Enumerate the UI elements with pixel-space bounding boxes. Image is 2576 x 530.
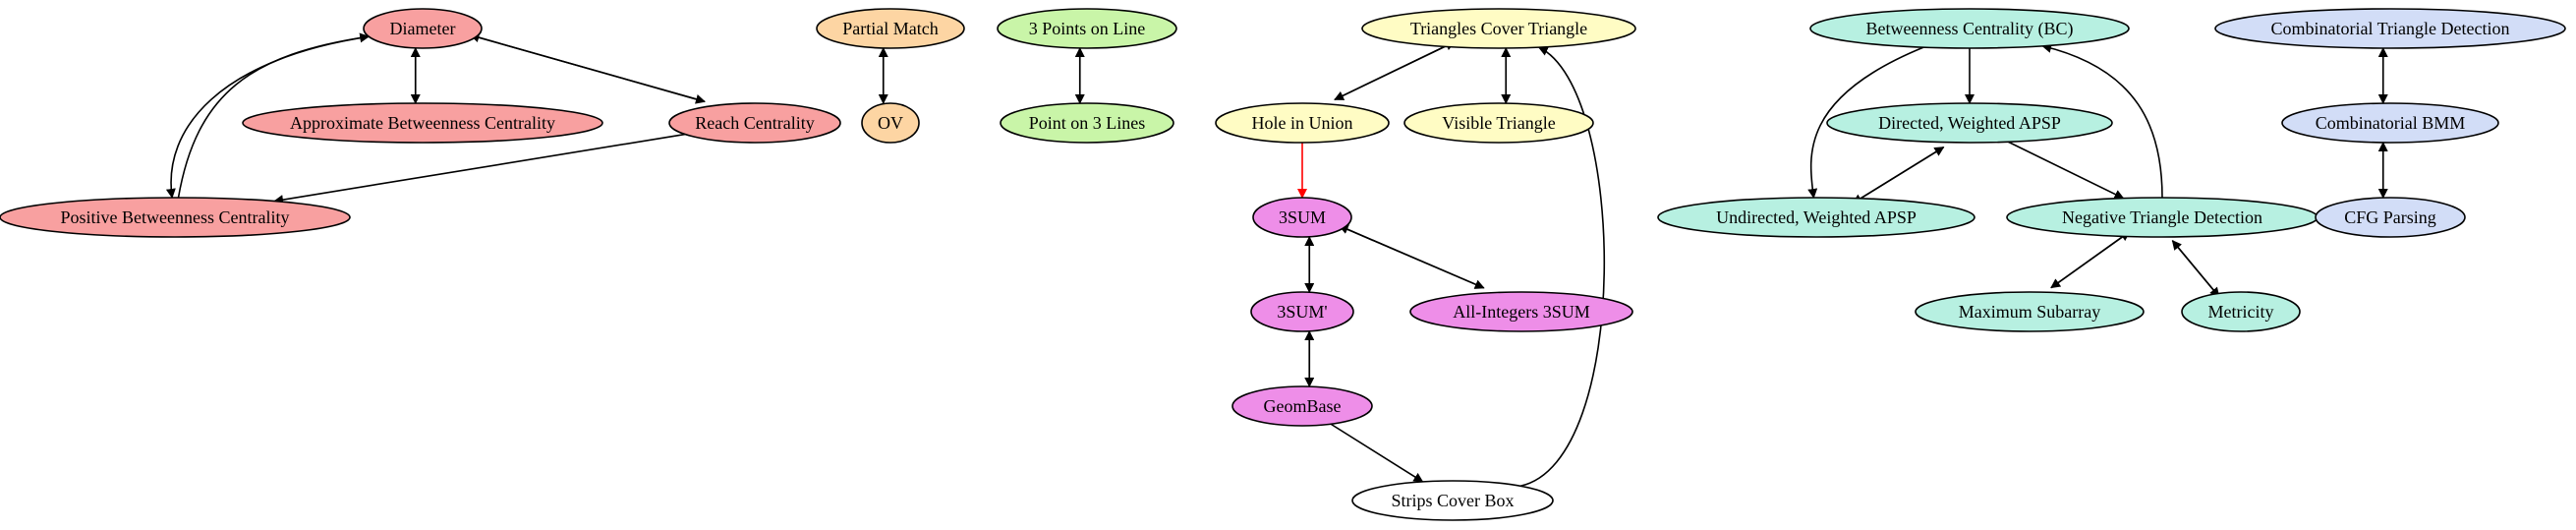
node-ellipse-dir-apsp (1826, 102, 2113, 144)
node-comb-tri: Combinatorial Triangle Detection (2214, 8, 2566, 49)
node-geombase: GeomBase (1231, 385, 1373, 427)
node-3sum-prime: 3SUM' (1250, 291, 1354, 332)
node-max-subarray: Maximum Subarray (1915, 291, 2145, 332)
node-visible-triangle: Visible Triangle (1403, 102, 1594, 144)
node-reach: Reach Centrality (668, 102, 841, 144)
node-neg-tri: Negative Triangle Detection (2006, 197, 2318, 238)
node-dir-apsp: Directed, Weighted APSP (1826, 102, 2113, 144)
edge-hole-union-to-triangles-cover (1334, 40, 1456, 101)
node-ellipse-reach (668, 102, 841, 144)
edge-reach-to-diameter (469, 32, 706, 103)
node-label-3sum-prime: 3SUM' (1277, 302, 1327, 322)
node-3sum: 3SUM (1252, 197, 1352, 238)
edge-undir-apsp-to-dir-apsp (1852, 147, 1945, 205)
node-label-ov: OV (878, 113, 903, 133)
node-ellipse-diameter (363, 8, 483, 49)
node-label-max-subarray: Maximum Subarray (1959, 302, 2100, 322)
node-label-neg-tri: Negative Triangle Detection (2062, 207, 2262, 227)
node-label-reach: Reach Centrality (695, 113, 814, 133)
node-comb-bmm: Combinatorial BMM (2281, 102, 2499, 144)
node-label-three-points: 3 Points on Line (1029, 19, 1146, 38)
node-strips-cover: Strips Cover Box (1351, 480, 1554, 521)
node-label-comb-bmm: Combinatorial BMM (2316, 113, 2466, 133)
node-ellipse-metricity (2181, 291, 2301, 332)
node-label-metricity: Metricity (2208, 302, 2274, 322)
node-ellipse-approx-bc (242, 102, 603, 144)
node-cfg: CFG Parsing (2315, 197, 2466, 238)
node-label-partial-match: Partial Match (842, 19, 938, 38)
node-label-triangles-cover: Triangles Cover Triangle (1410, 19, 1587, 38)
node-label-undir-apsp: Undirected, Weighted APSP (1716, 207, 1917, 227)
node-label-strips-cover: Strips Cover Box (1391, 491, 1514, 510)
node-label-all-int-3sum: All-Integers 3SUM (1453, 302, 1589, 322)
edge-dir-apsp-to-neg-tri (2007, 141, 2125, 200)
edge-geombase-to-strips-cover (1330, 423, 1424, 483)
node-three-points: 3 Points on Line (997, 8, 1177, 49)
node-label-hole-union: Hole in Union (1252, 113, 1353, 133)
node-label-positive-bc: Positive Betweenness Centrality (61, 207, 290, 227)
edge-positive-bc-to-diameter (177, 32, 371, 199)
edge-strips-cover-to-triangles-cover (1519, 46, 1606, 488)
node-label-geombase: GeomBase (1264, 396, 1342, 416)
node-label-visible-triangle: Visible Triangle (1442, 113, 1555, 133)
node-ellipse-comb-tri (2214, 8, 2566, 49)
node-ellipse-geombase (1231, 385, 1373, 427)
edge-all-int-3sum-to-3sum (1338, 224, 1485, 289)
node-triangles-cover: Triangles Cover Triangle (1361, 8, 1636, 49)
node-ellipse-strips-cover (1351, 480, 1554, 521)
node-ellipse-3sum-prime (1250, 291, 1354, 332)
node-point-3-lines: Point on 3 Lines (1000, 102, 1174, 144)
node-ellipse-comb-bmm (2281, 102, 2499, 144)
node-ellipse-three-points (997, 8, 1177, 49)
node-ellipse-3sum (1252, 197, 1352, 238)
node-label-dir-apsp: Directed, Weighted APSP (1878, 113, 2061, 133)
node-label-point-3-lines: Point on 3 Lines (1029, 113, 1146, 133)
node-ellipse-undir-apsp (1657, 197, 1975, 238)
node-label-comb-tri: Combinatorial Triangle Detection (2271, 19, 2510, 38)
node-metricity: Metricity (2181, 291, 2301, 332)
node-ellipse-hole-union (1215, 102, 1390, 144)
node-label-approx-bc: Approximate Betweenness Centrality (290, 113, 555, 133)
node-ellipse-cfg (2315, 197, 2466, 238)
node-ellipse-max-subarray (1915, 291, 2145, 332)
node-partial-match: Partial Match (816, 8, 965, 49)
node-approx-bc: Approximate Betweenness Centrality (242, 102, 603, 144)
node-positive-bc: Positive Betweenness Centrality (0, 197, 351, 238)
edge-neg-tri-to-metricity (2171, 240, 2220, 298)
node-ellipse-ov (861, 102, 920, 144)
node-label-cfg: CFG Parsing (2344, 207, 2436, 227)
node-bc: Betweenness Centrality (BC) (1809, 8, 2130, 49)
node-label-bc: Betweenness Centrality (BC) (1866, 19, 2074, 39)
node-all-int-3sum: All-Integers 3SUM (1409, 291, 1633, 332)
node-undir-apsp: Undirected, Weighted APSP (1657, 197, 1975, 238)
node-ellipse-partial-match (816, 8, 965, 49)
edge-neg-tri-to-bc (2041, 43, 2163, 199)
node-ellipse-visible-triangle (1403, 102, 1594, 144)
node-hole-union: Hole in Union (1215, 102, 1390, 144)
node-ellipse-all-int-3sum (1409, 291, 1633, 332)
node-label-diameter: Diameter (390, 19, 456, 38)
edge-bc-to-undir-apsp (1807, 46, 1924, 199)
node-label-3sum: 3SUM (1279, 207, 1326, 227)
edges-layer (165, 32, 2388, 488)
node-ov: OV (861, 102, 920, 144)
node-ellipse-point-3-lines (1000, 102, 1174, 144)
edge-neg-tri-to-max-subarray (2050, 231, 2131, 289)
edge-reach-to-positive-bc (273, 133, 686, 206)
node-ellipse-triangles-cover (1361, 8, 1636, 49)
node-ellipse-bc (1809, 8, 2130, 49)
node-diameter: Diameter (363, 8, 483, 49)
node-ellipse-positive-bc (0, 197, 351, 238)
